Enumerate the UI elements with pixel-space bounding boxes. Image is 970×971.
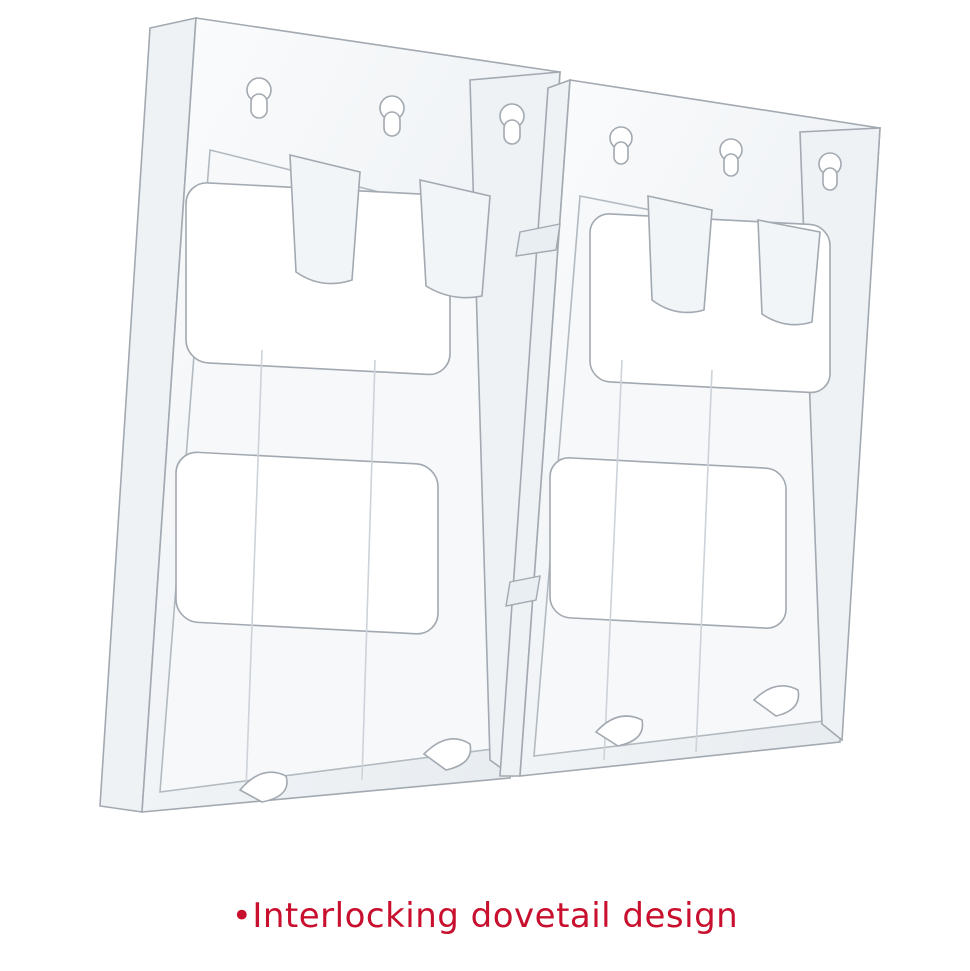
right-holder-bottom-slot-1 xyxy=(594,715,644,747)
left-holder-clip-2 xyxy=(419,178,491,299)
right-holder xyxy=(499,78,881,777)
left-holder-keyholes xyxy=(246,77,525,145)
left-holder-guide-2 xyxy=(361,359,376,781)
left-holder-lower-window xyxy=(175,451,439,635)
right-holder-guide-2 xyxy=(695,369,713,753)
right-holder-guide-1 xyxy=(603,359,623,761)
left-holder-guide-1 xyxy=(245,349,263,791)
right-holder-clip-1 xyxy=(647,194,713,314)
right-holder-bottom-slot-2 xyxy=(752,684,800,717)
left-holder-bottom-slot-1 xyxy=(238,771,288,803)
feature-caption: •Interlocking dovetail design xyxy=(231,896,739,936)
left-holder-clip-1 xyxy=(289,153,361,285)
right-holder-clip-2 xyxy=(757,219,821,326)
dovetail-joint xyxy=(505,223,561,607)
left-holder-bottom-slot-2 xyxy=(422,738,472,771)
right-holder-keyholes xyxy=(609,126,842,191)
right-holder-lower-window xyxy=(549,457,787,629)
left-holder xyxy=(99,16,561,813)
brochure-holder-illustration xyxy=(99,16,881,813)
